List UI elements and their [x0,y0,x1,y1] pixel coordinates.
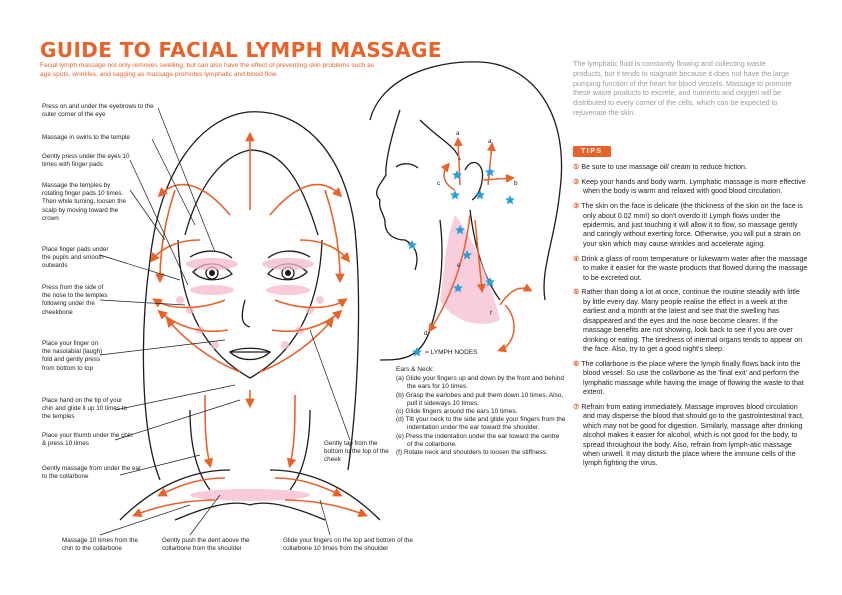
label-leader-lines [99,107,351,536]
lymph-nodes-legend: = LYMPH NODES [412,347,477,357]
front-arrows [132,131,368,518]
ears-neck-item: (a) Glide your fingers up and down by th… [396,375,565,391]
ears-neck-item: (f) Rotate neck and shoulders to loosen … [396,449,548,457]
tip-item: ② Keep your hands and body warm. Lymphat… [573,177,806,196]
label-tap-cheek: Gently tap from the bottom to the top of… [324,440,389,464]
tips-list: ① Be sure to use massage oil/ cream to r… [573,163,808,474]
label-thumb-chin: Place your thumb under the chin & press … [42,432,133,448]
ears-neck-item: (e) Press the indentation under the ear … [396,432,560,448]
label-nose-temples: Press from the side of the nose to the t… [42,284,108,316]
tips-heading: TIPS [573,146,611,157]
profile-letter-d: d [424,330,428,337]
tip-item: ④ Drink a glass of room temperature or l… [573,254,808,282]
label-ear-collarbone: Gently massage from under the ear to the… [42,465,142,481]
profile-letter-e: e [457,262,461,269]
tip-item: ③ The skin on the face is delicate (the … [573,202,803,248]
tip-item: ⑦ Refrain from eating immediately. Massa… [573,402,804,468]
label-swirls-temple: Massage in swirls to the temple [42,134,130,141]
label-chin-collarbone: Massage 10 times from the chin to the co… [62,537,138,553]
profile-arrows [428,137,533,353]
label-top-bottom-collarbone: Glide your fingers on the top and bottom… [283,537,413,553]
profile-letter-a1: a [456,130,460,137]
tip-item: ⑤ Rather than doing a lot at once, conti… [573,288,803,353]
ears-neck-item: (c) Glide fingers around the ears 10 tim… [396,408,518,416]
label-nasolabial: Place your finger on the nasolabial (lau… [42,340,103,372]
page-title: GUIDE TO FACIAL LYMPH MASSAGE [40,38,442,62]
label-eyebrows: Press on and under the eyebrows to the o… [42,103,154,119]
pink-patches [176,258,324,501]
legend-label: = LYMPH NODES [425,348,478,356]
profile-letter-a2: a [488,138,492,145]
label-temples-scalp: Massage the temples by rotating finger p… [42,182,127,222]
ears-neck-heading: Ears & Neck: [396,366,434,373]
profile-letter-b: b [514,180,518,187]
label-under-eyes: Gently press under the eyes 10 times wit… [42,153,130,169]
ears-neck-item: (b) Grasp the earlobes and pull them dow… [396,391,564,407]
tip-item: ① Be sure to use massage oil/ cream to r… [573,163,747,171]
ears-neck-instructions: Ears & Neck: (a) Glide your fingers up a… [396,366,566,457]
page-subtitle: Facial lymph massage not only removes sw… [40,62,375,78]
tip-item: ⑥ The collarbone is the place where the … [573,359,804,397]
label-finger-pads: Place finger pads under the pupils and s… [42,246,109,270]
label-chin-glide: Place hand on the tip of your chin and g… [42,397,128,421]
profile-letter-c: c [437,180,441,187]
label-dent-collarbone: Gently push the dent above the collarbon… [162,537,250,553]
intro-paragraph: The lymphatic fluid is constantly flowin… [573,59,792,117]
profile-letter-f: f [490,310,492,317]
star-icon [412,347,422,357]
ears-neck-item: (d) Tilt your neck to the side and glide… [396,416,566,432]
